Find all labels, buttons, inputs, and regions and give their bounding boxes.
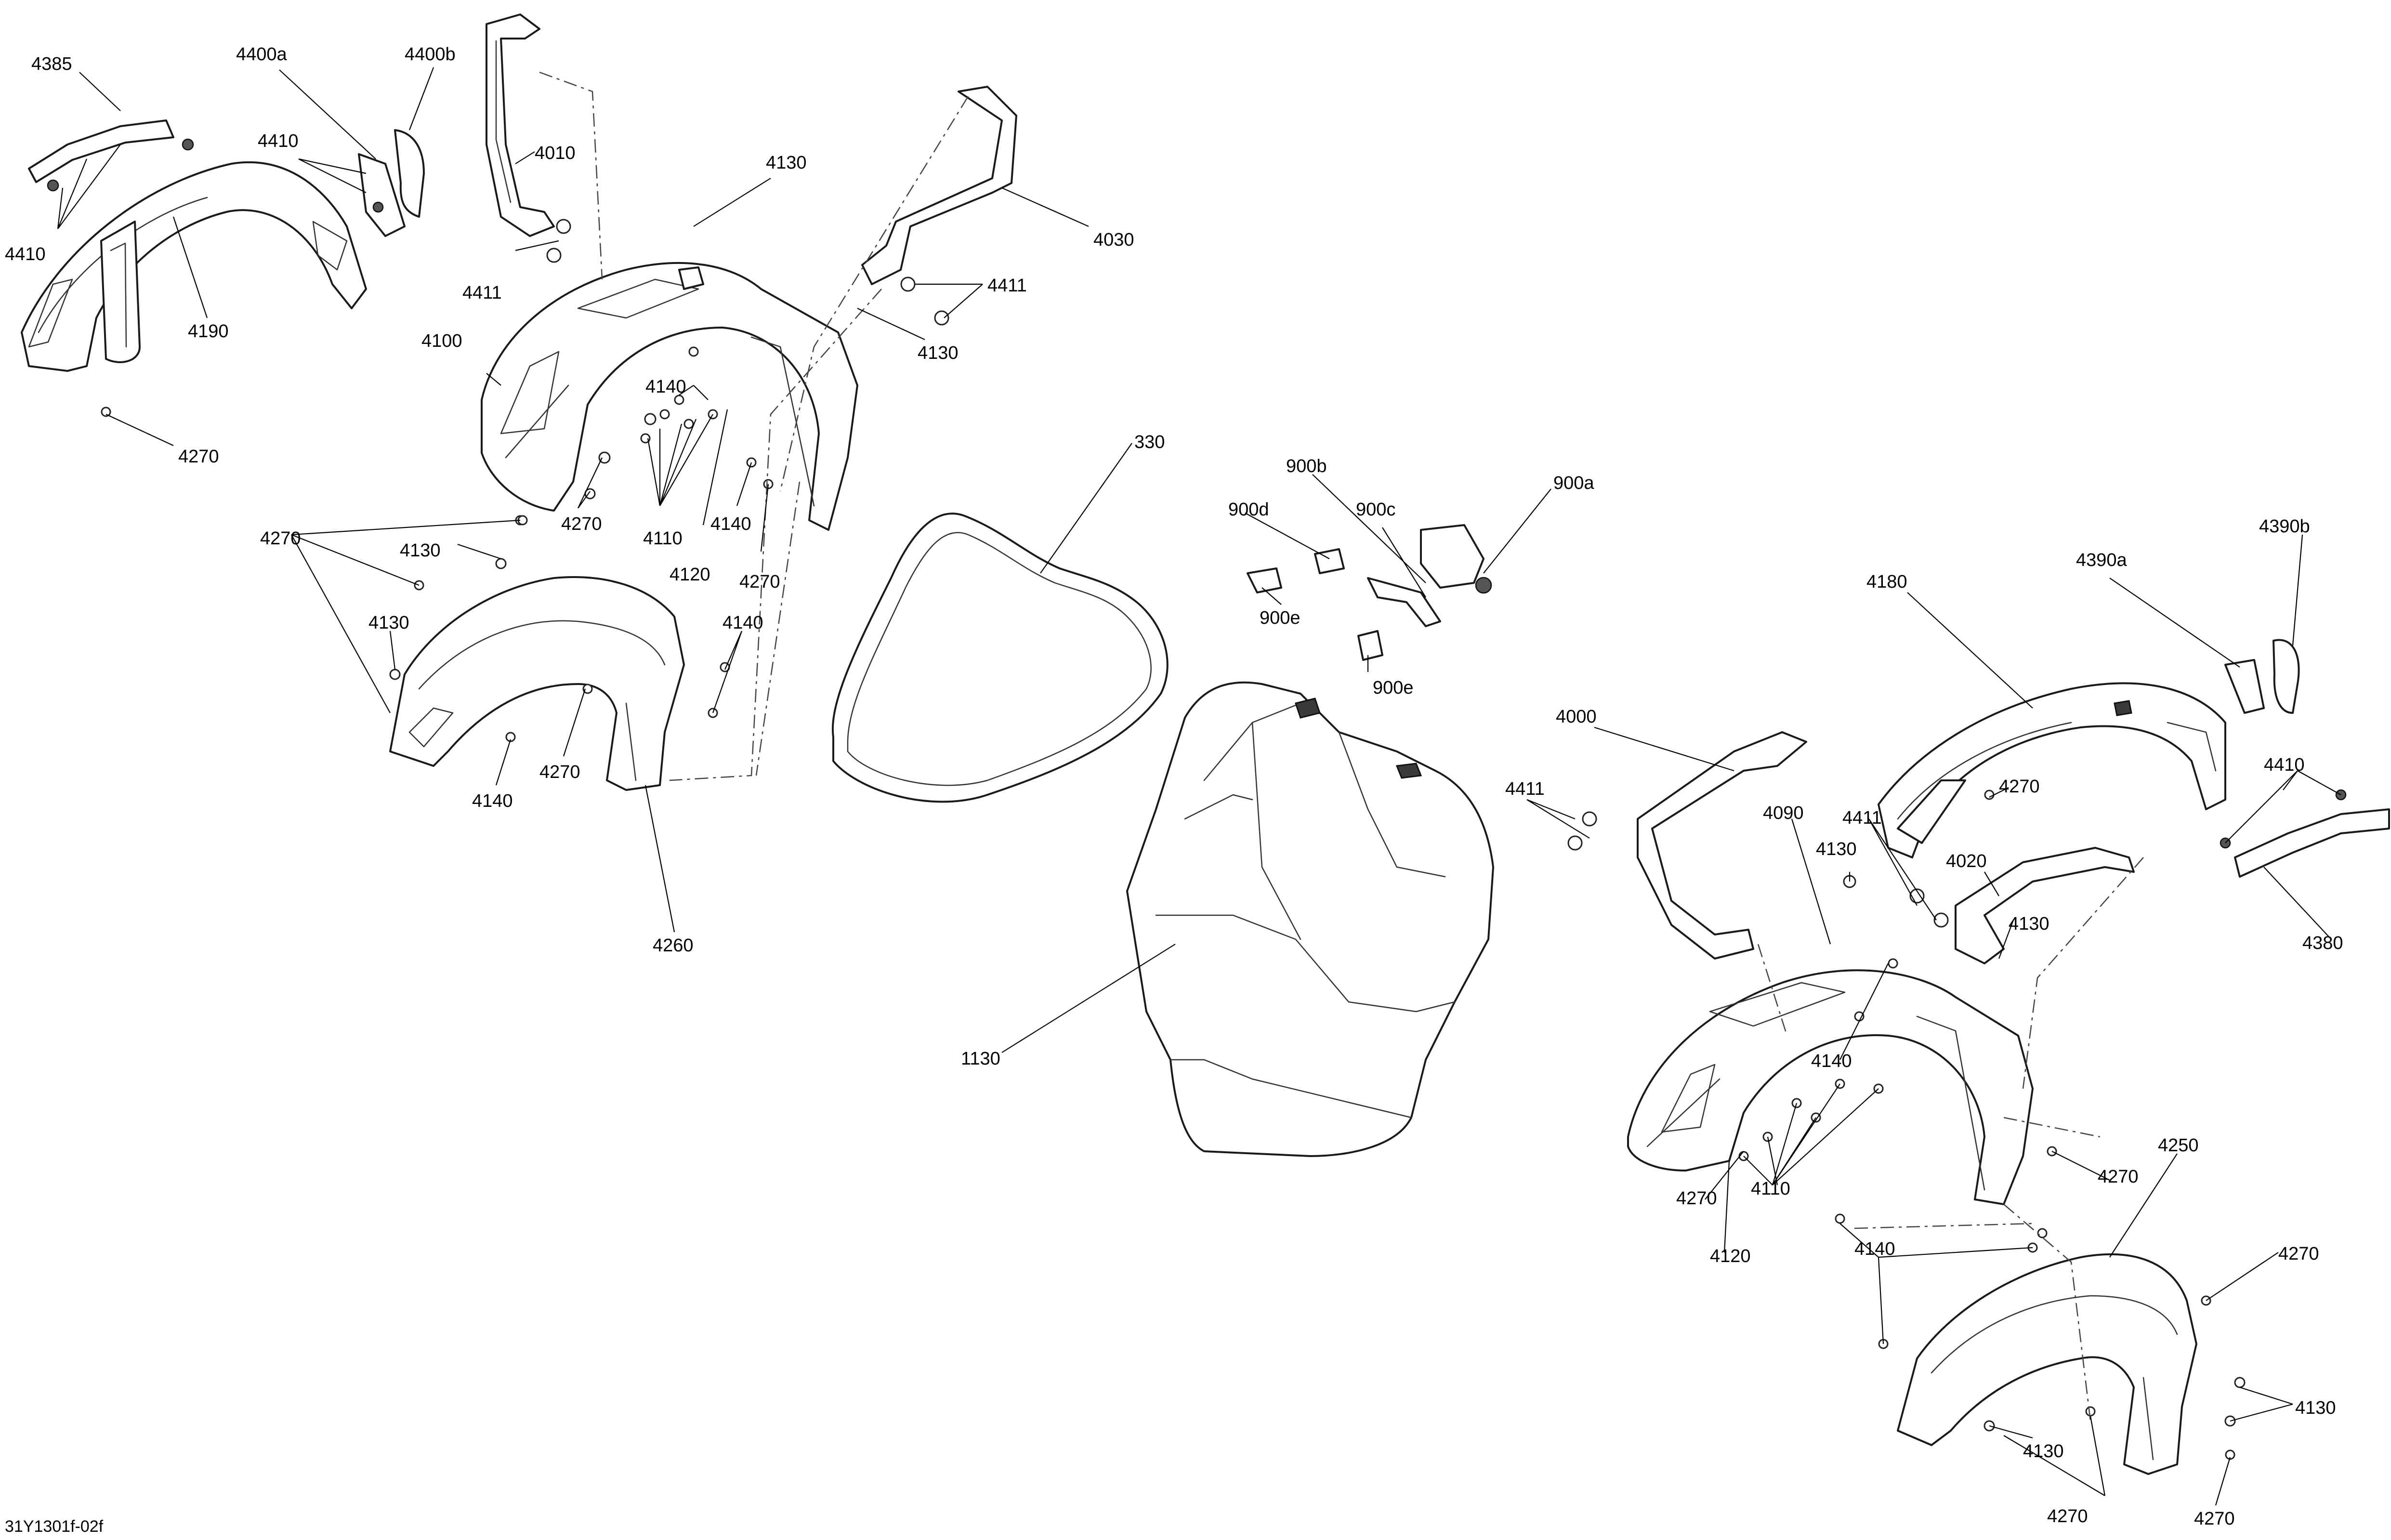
callout-900c: 900c: [1356, 500, 1395, 520]
callout-4130: 4130: [2023, 1441, 2064, 1461]
callout-4411: 4411: [1842, 808, 1882, 828]
callout-4140: 4140: [1854, 1239, 1895, 1259]
callout-4010: 4010: [535, 143, 576, 163]
part-4090-fender-housing: [1627, 969, 2034, 1205]
part-4100-fender-housing: [481, 262, 858, 531]
callout-4130: 4130: [368, 613, 409, 633]
callout-4190: 4190: [188, 321, 229, 342]
callout-4400b: 4400b: [405, 44, 456, 65]
callout-900a: 900a: [1553, 473, 1594, 493]
callout-330: 330: [1134, 432, 1165, 452]
callout-4411: 4411: [462, 283, 502, 303]
callout-900b: 900b: [1286, 456, 1327, 476]
callout-4130: 4130: [2009, 914, 2049, 934]
leader-lines: [57, 67, 2341, 1506]
callout-4270: 4270: [561, 514, 602, 534]
callout-4400a: 4400a: [236, 44, 288, 65]
part-4010-bracket: [486, 13, 571, 263]
callout-4270: 4270: [1999, 777, 2040, 797]
document-id: 31Y1301f-02f: [5, 1517, 104, 1536]
callout-4410: 4410: [258, 131, 299, 151]
callout-4110: 4110: [643, 528, 683, 549]
callout-4270: 4270: [539, 762, 580, 782]
part-1130-body-panel: [1126, 681, 1494, 1157]
callout-4000: 4000: [1556, 707, 1597, 727]
part-4385-trim-strip: [28, 119, 194, 192]
part-4190-front-fender-left: [21, 161, 367, 372]
part-330-seal: [832, 513, 1169, 803]
callout-4411: 4411: [987, 276, 1027, 296]
callout-1130: 1130: [961, 1049, 1000, 1069]
part-4380-trim-strip: [2220, 789, 2390, 878]
callout-4140: 4140: [645, 377, 686, 397]
part-4400b-lens: [394, 129, 425, 218]
part-4000-bracket: [1567, 731, 1807, 960]
callout-4100: 4100: [421, 331, 462, 351]
part-4390a-plate: [2224, 659, 2265, 714]
callout-4140: 4140: [723, 613, 763, 633]
callout-4260: 4260: [653, 935, 694, 956]
callout-4130: 4130: [2295, 1398, 2336, 1418]
callout-4270: 4270: [2278, 1244, 2319, 1264]
part-4030-bracket: [861, 86, 1017, 326]
callout-4030: 4030: [1093, 230, 1134, 250]
alignment-lines: [539, 71, 2144, 1422]
part-4400a-plate: [358, 153, 406, 237]
callout-4380: 4380: [2302, 933, 2343, 953]
callout-4130: 4130: [400, 540, 441, 561]
callout-4410: 4410: [5, 244, 46, 264]
callout-4411: 4411: [1505, 779, 1545, 799]
part-4390b-lens: [2273, 639, 2300, 714]
callout-4130: 4130: [918, 343, 959, 363]
callout-4250: 4250: [2158, 1135, 2199, 1156]
callout-4140: 4140: [710, 514, 751, 534]
callout-4270: 4270: [739, 572, 780, 592]
part-4260-fender-liner: [389, 576, 685, 791]
callout-4120: 4120: [670, 565, 710, 585]
callout-4390a: 4390a: [2076, 550, 2128, 570]
callout-4270: 4270: [2047, 1506, 2088, 1527]
part-900-series-cluster: [1247, 524, 1492, 661]
callout-900e: 900e: [1260, 608, 1301, 628]
callout-4130: 4130: [766, 153, 807, 173]
callout-4270: 4270: [2194, 1509, 2235, 1529]
callout-4390b: 4390b: [2259, 516, 2310, 537]
callout-4090: 4090: [1763, 803, 1804, 823]
callout-4270: 4270: [178, 447, 219, 467]
callout-4270: 4270: [260, 528, 301, 549]
callout-4270: 4270: [2098, 1167, 2139, 1187]
callout-4270: 4270: [1676, 1188, 1717, 1209]
callout-4110: 4110: [1751, 1179, 1790, 1199]
callout-4180: 4180: [1866, 572, 1907, 592]
part-4250-fender-liner: [1897, 1253, 2197, 1475]
callout-4410: 4410: [2264, 755, 2305, 775]
callout-4385: 4385: [31, 54, 72, 74]
callout-900d: 900d: [1228, 500, 1269, 520]
callout-900e: 900e: [1373, 678, 1414, 698]
callout-4120: 4120: [1710, 1246, 1751, 1266]
callout-4140: 4140: [1811, 1051, 1852, 1071]
callout-4020: 4020: [1946, 851, 1987, 871]
part-4180-front-fender-right: [1878, 682, 2226, 858]
callout-4140: 4140: [472, 791, 513, 811]
callout-labels: 4385 4400a 4400b 4410 4410 4190 4270 401…: [5, 44, 2343, 1529]
callout-4130: 4130: [1816, 839, 1857, 859]
